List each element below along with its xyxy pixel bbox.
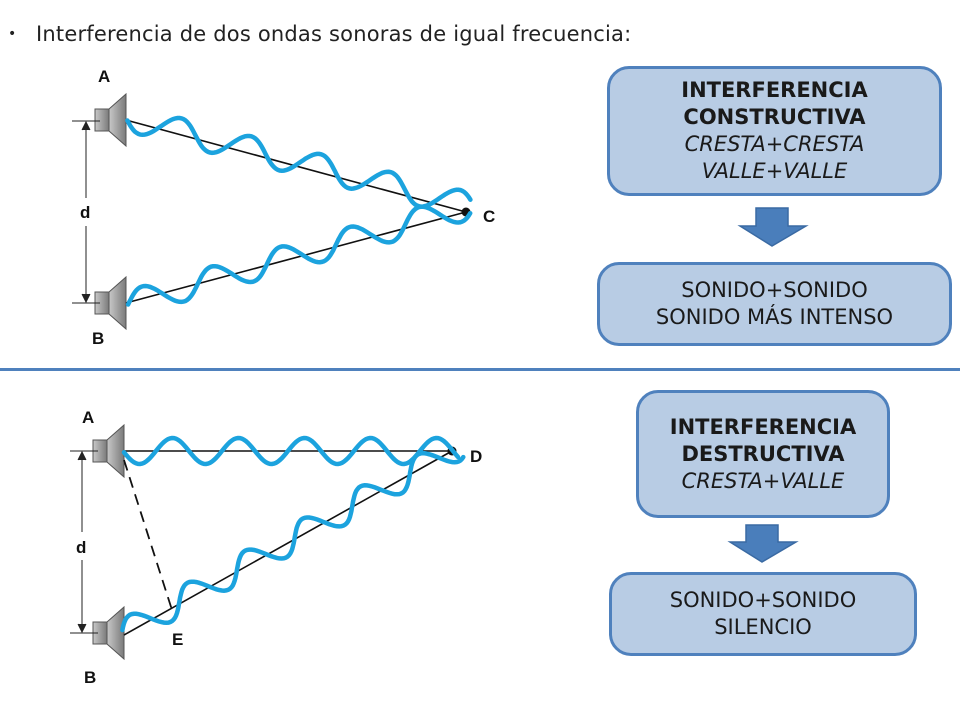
distance-marker-bottom	[70, 450, 98, 634]
path-b-to-d	[123, 450, 453, 636]
label-d-point: D	[470, 447, 482, 466]
speaker-b-top	[94, 275, 127, 331]
arrow-down-top	[737, 207, 809, 247]
label-b-top: B	[92, 329, 104, 348]
wave-from-b-bottom	[120, 450, 466, 633]
constructive-result-2: SONIDO MÁS INTENSO	[655, 305, 894, 329]
label-a-top: A	[98, 67, 110, 86]
constructive-rule-2: VALLE+VALLE	[701, 159, 848, 183]
destructive-result-1: SONIDO+SONIDO	[669, 588, 857, 612]
constructive-result-1: SONIDO+SONIDO	[681, 278, 868, 302]
label-e: E	[172, 630, 183, 649]
box-destructive: INTERFERENCIA DESTRUCTIVA CRESTA+VALLE	[636, 390, 890, 518]
box-constructive: INTERFERENCIA CONSTRUCTIVA CRESTA+CRESTA…	[607, 66, 942, 196]
distance-marker-top	[72, 120, 100, 304]
label-a-bottom: A	[82, 408, 94, 427]
path-b-to-c	[125, 211, 467, 304]
destructive-title-2: DESTRUCTIVA	[681, 441, 845, 466]
label-b-bottom: B	[84, 668, 96, 687]
label-d-top: d	[80, 203, 90, 222]
speaker-b-bottom	[92, 605, 125, 661]
section-divider	[0, 368, 960, 371]
heading-text: Interferencia de dos ondas sonoras de ig…	[36, 22, 632, 46]
speaker-a-top	[94, 92, 127, 148]
box-destructive-result: SONIDO+SONIDO SILENCIO	[609, 572, 917, 656]
destructive-result-2: SILENCIO	[714, 615, 812, 639]
heading: • Interferencia de dos ondas sonoras de i…	[8, 22, 631, 46]
label-d-bottom: d	[76, 538, 86, 557]
constructive-title-2: CONSTRUCTIVA	[683, 105, 866, 129]
destructive-title-1: INTERFERENCIA	[669, 414, 857, 439]
wave-from-a-top	[125, 115, 473, 209]
speaker-a-bottom	[92, 423, 125, 479]
wave-from-b-top	[125, 204, 473, 307]
constructive-rule-1: CRESTA+CRESTA	[684, 132, 865, 156]
wave-from-a-bottom	[121, 435, 461, 467]
constructive-title-1: INTERFERENCIA	[681, 78, 868, 102]
destructive-rule: CRESTA+VALLE	[681, 468, 845, 493]
path-difference-dashed	[123, 459, 173, 611]
box-constructive-result: SONIDO+SONIDO SONIDO MÁS INTENSO	[597, 262, 952, 346]
bullet-marker: •	[8, 26, 17, 42]
label-c-top: C	[483, 207, 495, 226]
arrow-down-bottom	[727, 524, 799, 563]
